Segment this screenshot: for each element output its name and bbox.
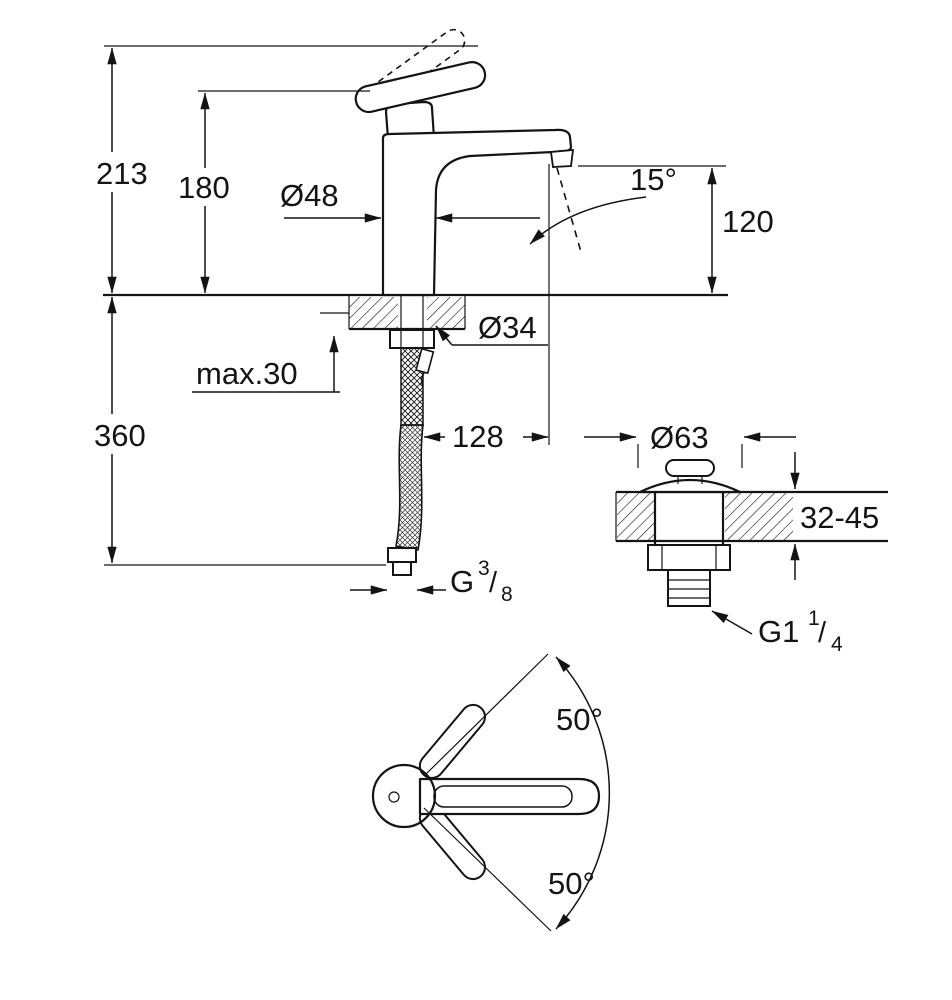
dim-hole-diameter: Ø34 [478,310,537,345]
base-circle [371,763,437,829]
hose-connector [387,547,417,563]
clip-hook [420,371,426,387]
dim-swing-down: 50° [548,866,595,901]
thread-hose-denominator: 8 [501,583,513,606]
water-stream [556,167,582,253]
popup-knob [665,459,715,477]
drain-locknut [647,544,731,571]
faucet-body [381,128,573,297]
thread-drain-numerator: 1 [808,607,820,630]
dim-swing-up: 50° [556,702,603,737]
angle-leader [529,196,647,245]
thread-hose-slash: / [489,567,498,599]
dim-below-deck-height: 360 [94,418,146,453]
top-view-dimensions: 50° 50° [548,702,603,901]
popup-cap [638,478,742,494]
front-view-dimensions: 213 180 Ø48 15° 120 Ø34 max.30 360 128 [88,45,774,606]
dim-outlet-height: 120 [722,204,774,239]
dim-spout-angle: 15° [630,162,677,197]
thread-drain-prefix: G1 [758,614,799,649]
thread-drain-denominator: 4 [831,633,843,656]
drain-assembly-view [615,459,888,607]
dim-drain-deck-range: 32-45 [800,500,879,535]
logo-mark [388,791,400,803]
flexible-hose [395,424,424,551]
lever-top-up [418,703,486,779]
drain-dimensions: Ø63 32-45 G1 1 / 4 [584,420,879,656]
dim-body-diameter: Ø48 [280,178,339,213]
body-top-view [418,777,601,816]
shank-and-hose [387,296,435,576]
handle-top-view [371,653,611,932]
dim-spout-reach: 128 [452,419,504,454]
dim-body-height: 180 [178,170,230,205]
handle-lever [354,61,487,114]
swing-arc [555,656,611,930]
mounting-nut [389,329,435,349]
drain-tailpiece [667,569,711,607]
dim-deck-max: max.30 [196,356,298,391]
dim-drain-diameter: Ø63 [650,420,709,455]
mounting-deck-section [103,293,728,331]
thread-hose-numerator: 3 [478,557,490,580]
thread-drain-slash: / [818,617,827,649]
dim-total-height: 213 [96,156,148,191]
faucet-front-view [354,28,582,445]
fixing-clip [415,347,435,375]
aerator [549,149,575,168]
hose-connector-tail [392,561,412,576]
thread-hose-prefix: G [450,564,474,599]
